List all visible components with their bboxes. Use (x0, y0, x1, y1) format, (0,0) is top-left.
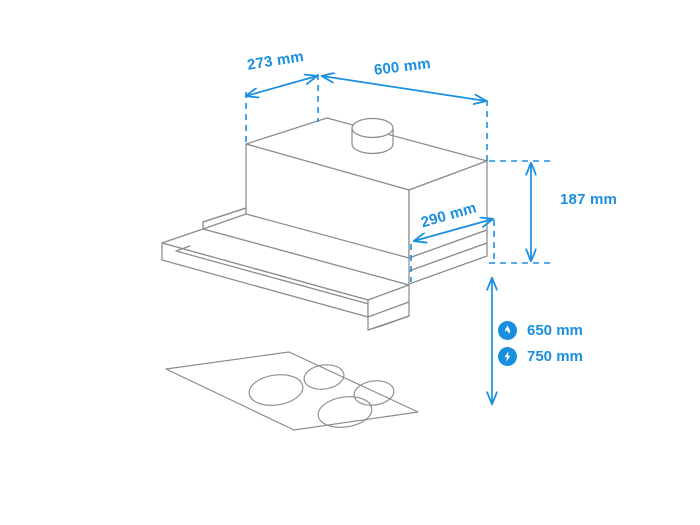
dimension-arrow-290 (414, 219, 493, 241)
lightning-bolt-icon (498, 347, 517, 366)
dimension-arrow-273 (246, 76, 317, 96)
hood-body (245, 117, 488, 259)
burner-large-left (248, 374, 304, 406)
dimension-273 (246, 74, 319, 142)
clearance-value-electric: 750 mm (527, 348, 583, 365)
burner-small-top (303, 364, 345, 390)
burner-large-bottom (317, 396, 373, 428)
clearance-row-electric: 750 mm (498, 347, 583, 366)
dimension-290 (410, 219, 495, 282)
dimension-label-187: 187 mm (560, 191, 618, 208)
cooktop (165, 351, 419, 431)
clearance-value-gas: 650 mm (527, 322, 583, 339)
duct-outlet (351, 117, 394, 155)
dimension-arrow-600 (322, 76, 486, 101)
flame-icon (498, 321, 517, 340)
dimension-600 (322, 76, 488, 163)
clearance-row-gas: 650 mm (498, 321, 583, 340)
dimension-187 (489, 160, 553, 264)
pull-out-slide (161, 207, 410, 331)
burner-small-right (353, 380, 395, 406)
